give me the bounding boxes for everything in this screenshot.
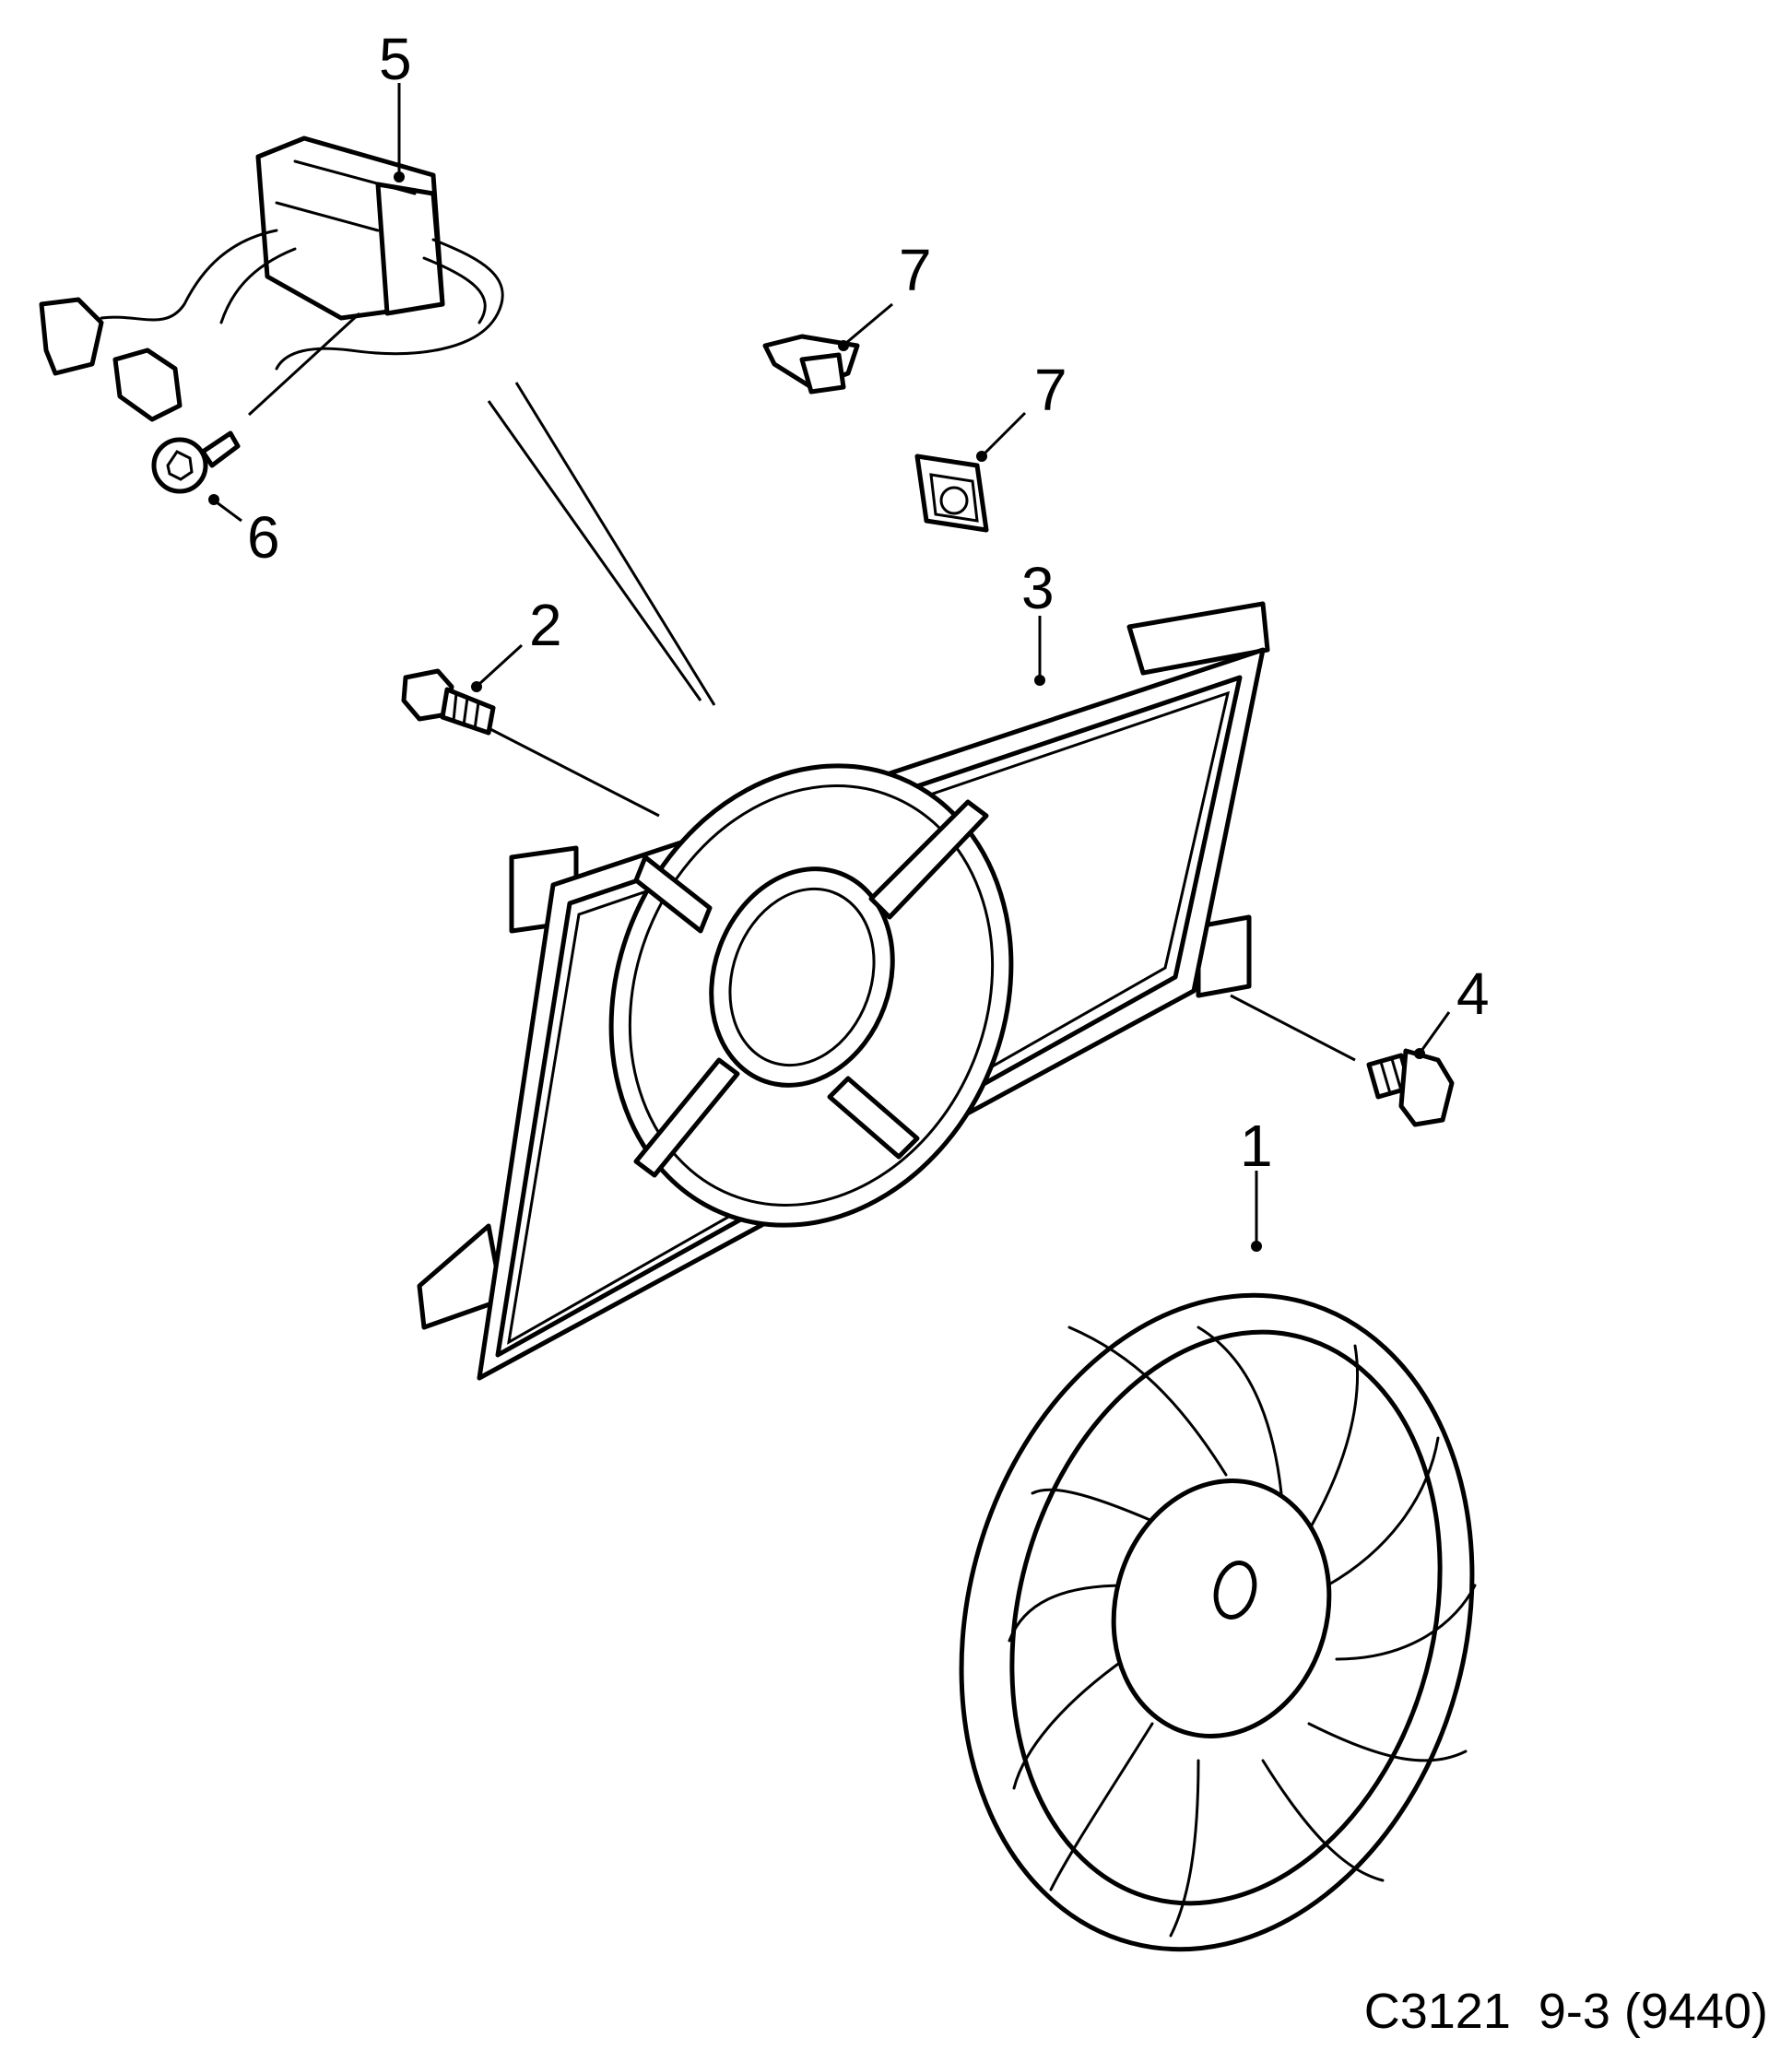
- bolt-4: [1366, 1048, 1455, 1127]
- callout-7-lower: 7: [1034, 357, 1067, 423]
- clip-7a: [762, 334, 860, 395]
- callout-leaders: [208, 83, 1451, 1252]
- callout-2: 2: [529, 592, 562, 658]
- callout-6: 6: [247, 504, 280, 571]
- callout-5: 5: [379, 26, 412, 92]
- routing-lines: [247, 312, 1356, 1062]
- callout-3: 3: [1021, 555, 1055, 621]
- callout-7-upper: 7: [899, 237, 932, 303]
- bolt-2: [401, 668, 496, 736]
- drawing-reference-code: C3121 9-3 (9440): [1364, 1984, 1768, 2039]
- callout-4: 4: [1456, 960, 1490, 1027]
- clip-7b: [914, 454, 989, 533]
- fan-shroud-frame: [417, 601, 1270, 1381]
- fan-wheel: [959, 1292, 1477, 1952]
- fan-resistor-with-harness: [39, 135, 504, 422]
- screw-6: [151, 430, 241, 494]
- callout-1: 1: [1240, 1113, 1273, 1179]
